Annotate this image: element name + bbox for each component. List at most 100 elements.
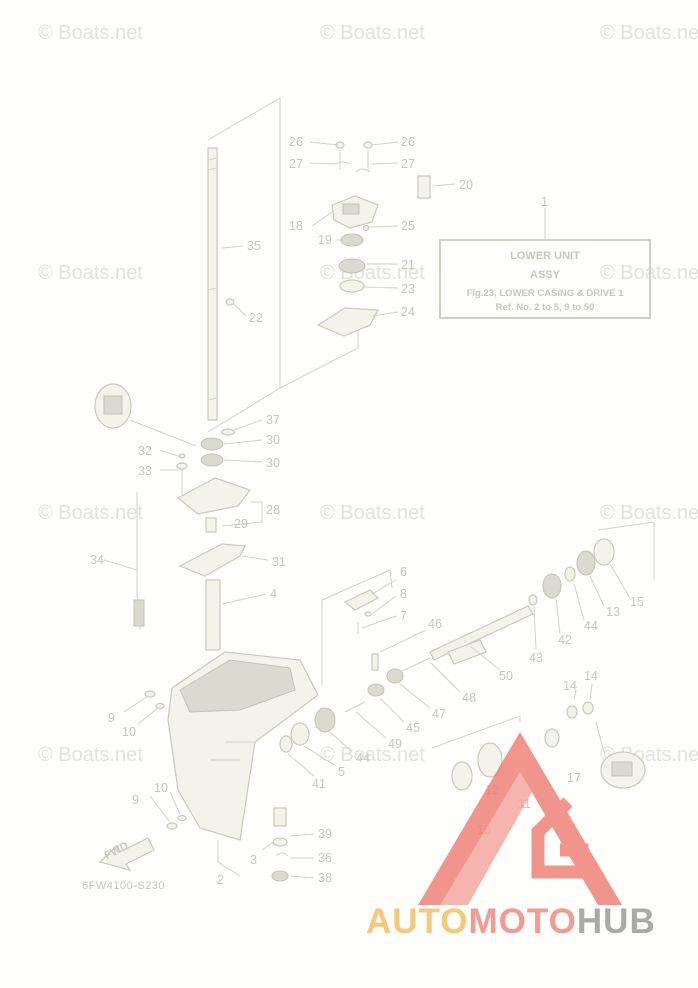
callout: 9 [132, 793, 139, 807]
callout: 19 [318, 233, 332, 247]
callout: 38 [318, 871, 332, 885]
callout: 1 [541, 195, 548, 209]
callout: 30 [266, 433, 280, 447]
watermark: © Boats.net [320, 502, 425, 524]
callout: 43 [529, 651, 543, 665]
fwd-arrow-icon [98, 837, 155, 871]
watermark: © Boats.net [38, 22, 143, 44]
callout: 7 [400, 609, 407, 623]
callout: 48 [462, 691, 476, 705]
callout: 42 [558, 633, 572, 647]
automotohub-logo-icon [418, 732, 622, 905]
seal-14 [582, 701, 594, 715]
callout: 10 [154, 781, 168, 795]
pin-36 [275, 852, 289, 857]
shaft-49 [344, 701, 366, 713]
housing-28 [176, 477, 251, 515]
callout: 22 [249, 311, 263, 325]
plug-9 [144, 690, 156, 698]
gear-44 [314, 707, 336, 733]
spacer [273, 807, 287, 827]
watermark: © Boats.net [320, 744, 425, 766]
watermark: © Boats.net [38, 502, 143, 524]
bearing-13 [576, 550, 596, 576]
pin-45 [367, 683, 385, 697]
callout: 15 [630, 595, 644, 609]
callout: 31 [272, 555, 286, 569]
callout: 26 [289, 135, 303, 149]
insert-19 [340, 233, 364, 247]
callout: 46 [428, 617, 442, 631]
label-line: Fig.23, LOWER CASING & DRIVE 1 [467, 288, 624, 299]
gasket-31 [178, 543, 246, 577]
callout: 25 [401, 219, 415, 233]
bolt-head-33 [176, 462, 188, 470]
callout: 14 [584, 669, 598, 683]
gasket-10 [155, 702, 165, 710]
callout: 26 [401, 135, 415, 149]
bushing-29 [205, 517, 217, 533]
callout: 4 [270, 587, 277, 601]
callout: 32 [138, 444, 152, 458]
callout: 14 [563, 679, 577, 693]
callout: 45 [406, 721, 420, 735]
callout: 39 [318, 827, 332, 841]
o-ring-16 [451, 761, 473, 791]
impeller-21 [338, 258, 366, 274]
group-bracket [597, 521, 655, 531]
callout: 13 [606, 605, 620, 619]
drive-shaft [207, 147, 218, 421]
key-25 [362, 224, 370, 232]
pin-46 [371, 653, 379, 671]
seal-14 [566, 705, 578, 719]
callout: 44 [584, 619, 598, 633]
callout: 10 [122, 725, 136, 739]
callout-numbers: 26 26 27 27 20 18 19 25 35 21 23 22 24 3… [90, 135, 644, 887]
callout: 6 [400, 565, 407, 579]
plug-9 [166, 822, 178, 830]
group-bracket [321, 569, 393, 601]
brand-part: AUTO [366, 902, 469, 941]
callout: 18 [289, 219, 303, 233]
callout: 8 [400, 587, 407, 601]
o-ring-15 [593, 538, 615, 566]
pin-8 [364, 611, 372, 617]
callout: 5 [338, 765, 345, 779]
callout: 27 [401, 157, 415, 171]
pipe-20 [417, 175, 431, 199]
brand-part: HUB [576, 902, 656, 941]
leader-lines [103, 141, 631, 879]
seal-30 [200, 453, 224, 467]
callout: 23 [401, 282, 415, 296]
gear-42 [542, 573, 562, 599]
spring-48 [399, 657, 431, 673]
callout: 9 [108, 711, 115, 725]
cam-6 [343, 589, 380, 611]
detail-bubble-top [94, 383, 197, 447]
water-tube-4 [205, 579, 221, 651]
gasket-23 [339, 279, 365, 293]
pin-32 [178, 453, 186, 459]
callout: 29 [234, 517, 248, 531]
callout: 30 [266, 456, 280, 470]
callout: 27 [289, 157, 303, 171]
washer-27 [335, 161, 351, 165]
seal-17 [544, 728, 560, 748]
gasket-10 [177, 814, 187, 822]
label-line: LOWER UNIT [510, 250, 580, 262]
label-line: Ref. No. 2 to 5, 9 to 50 [496, 302, 595, 313]
group-bracket [207, 97, 281, 433]
callout: 17 [567, 771, 581, 785]
callout: 47 [432, 707, 446, 721]
shim-44 [564, 566, 576, 582]
callout: 21 [401, 258, 415, 272]
callout: 34 [90, 553, 104, 567]
washer-27 [355, 168, 371, 173]
callout: 44 [356, 751, 370, 765]
washer-37 [221, 428, 235, 436]
water-pump-housing [331, 195, 379, 229]
callout: 49 [388, 737, 402, 751]
callout: 41 [312, 777, 326, 791]
callout: 50 [499, 669, 513, 683]
